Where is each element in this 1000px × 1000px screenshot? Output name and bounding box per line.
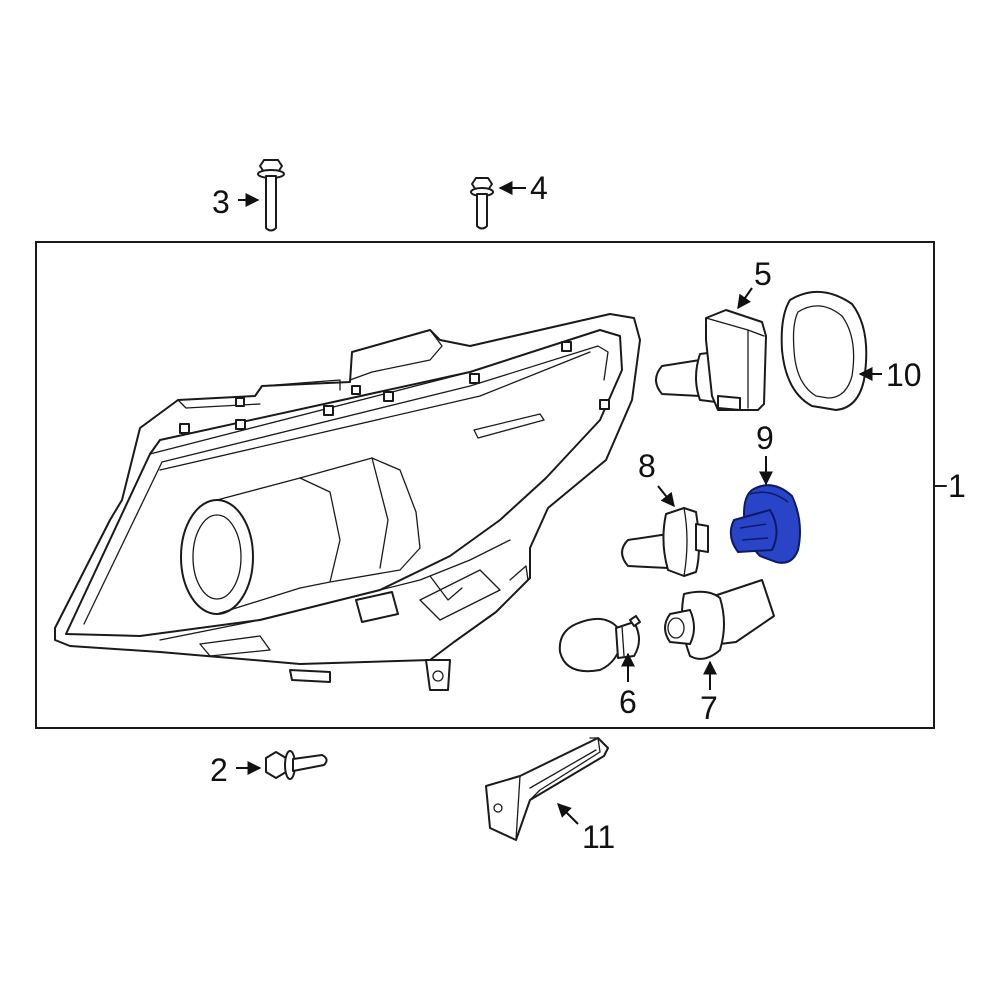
callout-5: 5 bbox=[754, 256, 772, 292]
callout-8: 8 bbox=[638, 448, 656, 484]
bulb-part-8[interactable] bbox=[621, 507, 709, 577]
bracket-part-11[interactable] bbox=[485, 737, 609, 841]
bolt-part-3[interactable] bbox=[257, 159, 285, 232]
callout-5-arrow bbox=[737, 287, 753, 310]
bulb-part-6[interactable] bbox=[558, 615, 641, 673]
callout-4: 4 bbox=[530, 170, 548, 206]
headlamp-housing[interactable] bbox=[54, 313, 641, 691]
callout-3: 3 bbox=[212, 184, 230, 220]
callout-11-arrow bbox=[557, 803, 579, 825]
callout-2: 2 bbox=[210, 752, 228, 788]
socket-part-9[interactable] bbox=[729, 484, 801, 564]
seal-ring-part-10[interactable] bbox=[780, 290, 868, 411]
bolt-part-4[interactable] bbox=[470, 177, 494, 230]
callout-6: 6 bbox=[619, 684, 637, 720]
callout-9: 9 bbox=[756, 420, 774, 456]
bulb-part-5[interactable] bbox=[655, 309, 767, 411]
callout-1: 1 bbox=[948, 468, 966, 504]
callout-11: 11 bbox=[582, 819, 615, 855]
callout-8-arrow bbox=[657, 485, 675, 508]
bolt-part-2[interactable] bbox=[265, 750, 328, 780]
callout-10: 10 bbox=[886, 357, 922, 393]
socket-part-7[interactable] bbox=[664, 579, 775, 660]
callout-7: 7 bbox=[700, 690, 718, 726]
